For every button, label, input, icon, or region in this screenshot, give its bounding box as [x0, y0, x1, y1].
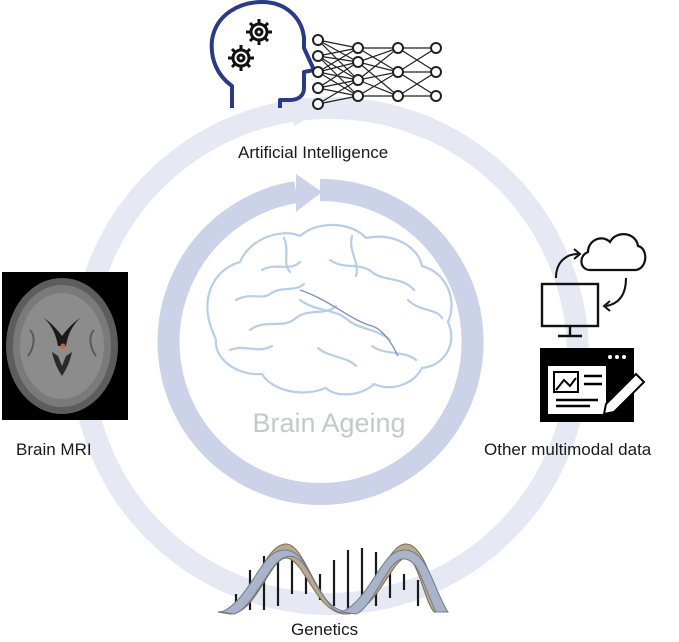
- dna-helix-icon: [217, 543, 449, 615]
- label-brain-mri: Brain MRI: [16, 440, 92, 459]
- neural-network-nodes: [312, 34, 442, 110]
- label-other-multimodal-data: Other multimodal data: [484, 440, 652, 459]
- neural-network-icon: [317, 39, 437, 105]
- outer-ring-arrowhead: [292, 100, 322, 126]
- sync-arrows-icon: [555, 248, 627, 312]
- inner-ring-arrowhead: [296, 174, 322, 212]
- mri-scan-icon: [2, 272, 128, 420]
- monitor-icon: [540, 282, 600, 338]
- gear-icon: [228, 19, 272, 71]
- label-artificial-intelligence: Artificial Intelligence: [238, 143, 389, 162]
- cloud-icon: [580, 233, 647, 272]
- center-label-brain-ageing: Brain Ageing: [252, 408, 406, 438]
- label-genetics: Genetics: [291, 620, 359, 639]
- brain-sulcus-line: [299, 289, 399, 357]
- inner-cycle-ring: [157, 178, 484, 505]
- brain-icon: [206, 223, 453, 396]
- document-edit-icon: [540, 348, 646, 422]
- ai-head-icon: [209, 0, 316, 108]
